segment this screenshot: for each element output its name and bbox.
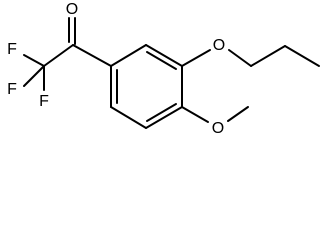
chemical-structure: O F F F O O xyxy=(7,1,320,137)
ring-inner-double-bond xyxy=(146,51,177,70)
fluorine-label: F xyxy=(7,81,17,98)
ring-bond xyxy=(110,44,147,67)
oxygen-methyl-bond xyxy=(227,106,249,122)
atom-labels: O F F F O O xyxy=(7,1,225,137)
fluorine-label: F xyxy=(7,41,17,58)
cf-bond xyxy=(23,54,45,67)
ring-oxygen-bond xyxy=(181,49,211,67)
ring-bond xyxy=(145,44,183,67)
fluorine-label: F xyxy=(39,93,49,110)
bonds xyxy=(23,17,320,129)
carbonyl-cf3-bond xyxy=(43,44,74,67)
propyl-bond xyxy=(284,45,320,67)
ring-bond xyxy=(145,106,183,129)
oxygen-propyl-bond xyxy=(228,49,252,67)
carbonyl-oxygen-label: O xyxy=(66,1,78,18)
ring-inner-double-bond xyxy=(146,103,177,122)
cf-bond xyxy=(23,65,45,87)
ring-oxygen-bond xyxy=(181,106,209,123)
carbonyl-ring-bond xyxy=(72,44,112,67)
propyl-bond xyxy=(250,45,286,67)
propoxy-oxygen-label: O xyxy=(213,37,225,54)
ring-bond xyxy=(110,106,147,129)
methoxy-oxygen-label: O xyxy=(212,120,224,137)
